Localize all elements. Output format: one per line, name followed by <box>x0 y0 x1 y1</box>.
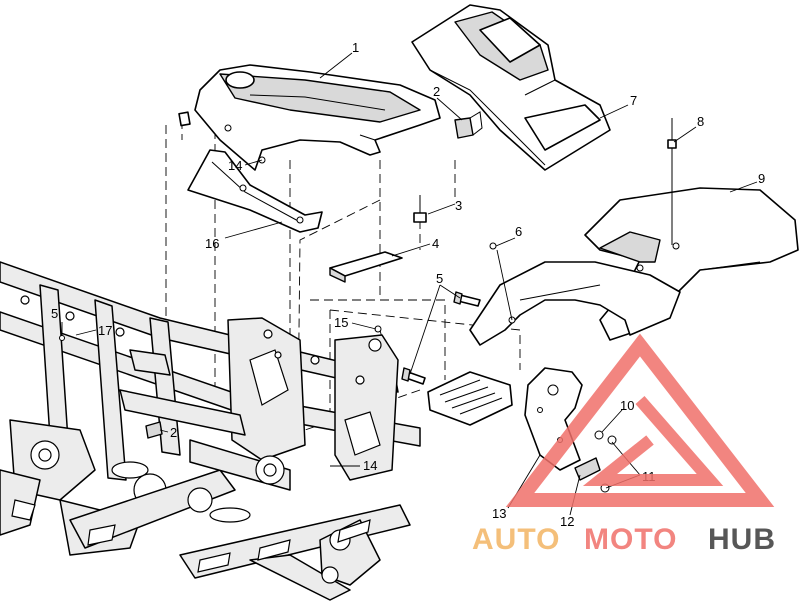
part-2-bracket-upper <box>454 111 483 139</box>
part-4-plate <box>329 251 403 283</box>
callout-7: 7 <box>630 93 637 108</box>
part-10-nut <box>594 430 604 440</box>
callout-5-right: 5 <box>436 271 443 286</box>
part-16-splash-shield <box>187 149 323 233</box>
part-5-bolt-upper <box>453 291 481 307</box>
callout-5-left: 5 <box>51 306 58 321</box>
part-2-bracket-lower <box>145 421 163 439</box>
part-11-washers <box>600 435 617 493</box>
callout-12: 12 <box>560 514 574 529</box>
part-9-rear-fender <box>584 187 799 341</box>
watermark-word-hub: HUB <box>708 523 776 556</box>
frame-assembly <box>0 261 421 601</box>
callout-2-upper: 2 <box>433 84 440 99</box>
watermark-word-moto: MOTO <box>584 523 677 556</box>
footrest-step <box>427 371 513 426</box>
watermark-word-auto: AUTO <box>472 523 560 556</box>
callout-1: 1 <box>352 40 359 55</box>
part-3-fastener <box>413 195 427 223</box>
part-6-screw <box>489 242 497 250</box>
callout-17: 17 <box>98 323 112 338</box>
callout-15: 15 <box>334 315 348 330</box>
callout-13: 13 <box>492 506 506 521</box>
part-5-screw-left <box>59 335 65 341</box>
callout-16: 16 <box>205 236 219 251</box>
part-7-console <box>411 4 611 171</box>
part-5-bolt-lower <box>401 367 426 385</box>
callout-2-lower: 2 <box>170 425 177 440</box>
watermark-triangle-logo <box>505 333 775 507</box>
callout-3: 3 <box>455 198 462 213</box>
front-fender <box>469 261 681 346</box>
callout-4: 4 <box>432 236 439 251</box>
callout-9: 9 <box>758 171 765 186</box>
callout-6: 6 <box>515 224 522 239</box>
part-1-front-hood <box>178 64 441 171</box>
callout-14-lower: 14 <box>363 458 377 473</box>
automotohub-watermark: AUTO MOTO HUB <box>472 333 776 556</box>
callout-10: 10 <box>620 398 634 413</box>
callout-8: 8 <box>697 114 704 129</box>
part-12-bracket <box>574 457 601 481</box>
callout-14-upper: 14 <box>228 158 242 173</box>
